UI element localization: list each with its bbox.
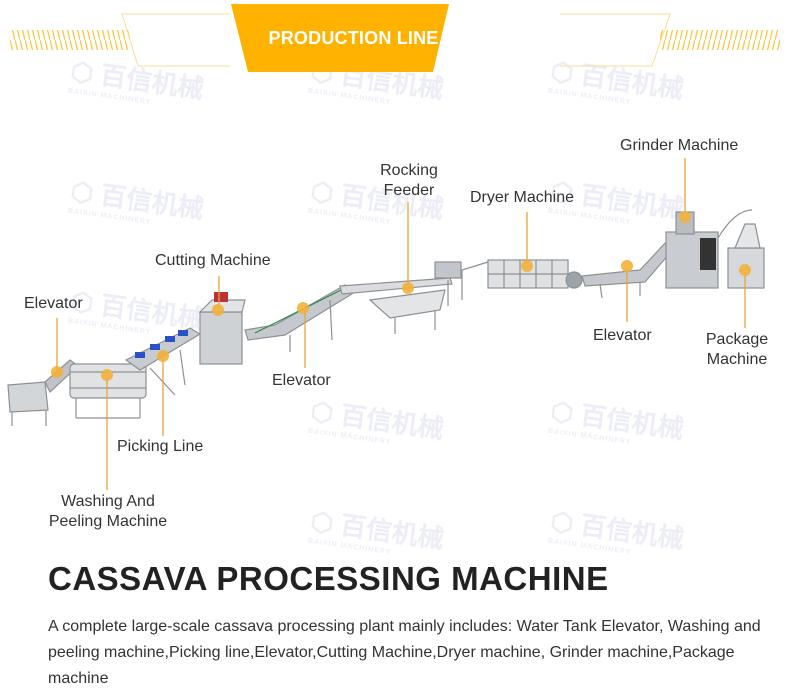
- label-washing-line-2: Peeling Machine: [48, 513, 168, 530]
- label-package-line-1: Package: [705, 331, 769, 348]
- label-dryer: Dryer Machine: [470, 189, 575, 206]
- marker-dots: [51, 211, 751, 381]
- label-rocking-line-2: Feeder: [383, 182, 435, 199]
- marker-package: [739, 264, 751, 276]
- marker-elevator-3: [621, 260, 633, 272]
- label-rocking: Rocking Feeder: [380, 161, 438, 201]
- label-washing: Washing And Peeling Machine: [49, 492, 167, 532]
- label-package-line-2: Machine: [706, 351, 768, 368]
- marker-elevator-1: [51, 366, 63, 378]
- elevator-1-machine: [7, 359, 79, 426]
- cutting-machine: [198, 292, 246, 365]
- hatch-left: [10, 30, 130, 50]
- label-picking: Picking Line: [117, 438, 204, 455]
- marker-grinder: [679, 211, 691, 223]
- page-heading: CASSAVA PROCESSING MACHINE: [48, 560, 609, 597]
- package-machine: [717, 209, 765, 289]
- label-grinder: Grinder Machine: [620, 137, 739, 154]
- hatch-right: [660, 30, 780, 50]
- marker-elevator-2: [297, 302, 309, 314]
- banner-graphic: [10, 4, 780, 72]
- elevator-3-machine: [565, 239, 677, 299]
- marker-washing: [101, 369, 113, 381]
- marker-rocking: [402, 282, 414, 294]
- marker-dryer: [521, 260, 533, 272]
- label-package: Package Machine: [706, 330, 768, 370]
- label-cutting: Cutting Machine: [155, 252, 271, 269]
- elevator-2-machine: [244, 284, 357, 352]
- label-elevator-3: Elevator: [593, 327, 652, 344]
- washing-peeling-machine: [69, 363, 147, 419]
- grinder-machine: [665, 211, 719, 289]
- label-elevator-2: Elevator: [272, 372, 331, 389]
- rocking-feeder-machine: [339, 261, 489, 334]
- banner-title: PRODUCTION LINE DISPLAY: [268, 28, 522, 48]
- marker-picking: [157, 350, 169, 362]
- label-rocking-line-1: Rocking: [380, 162, 438, 179]
- marker-cutting: [212, 304, 224, 316]
- leader-lines: [56, 158, 746, 490]
- label-elevator-1: Elevator: [24, 295, 83, 312]
- label-washing-line-1: Washing And: [61, 493, 155, 510]
- banner-shape: [231, 4, 449, 72]
- description: A complete large-scale cassava processin…: [48, 618, 761, 687]
